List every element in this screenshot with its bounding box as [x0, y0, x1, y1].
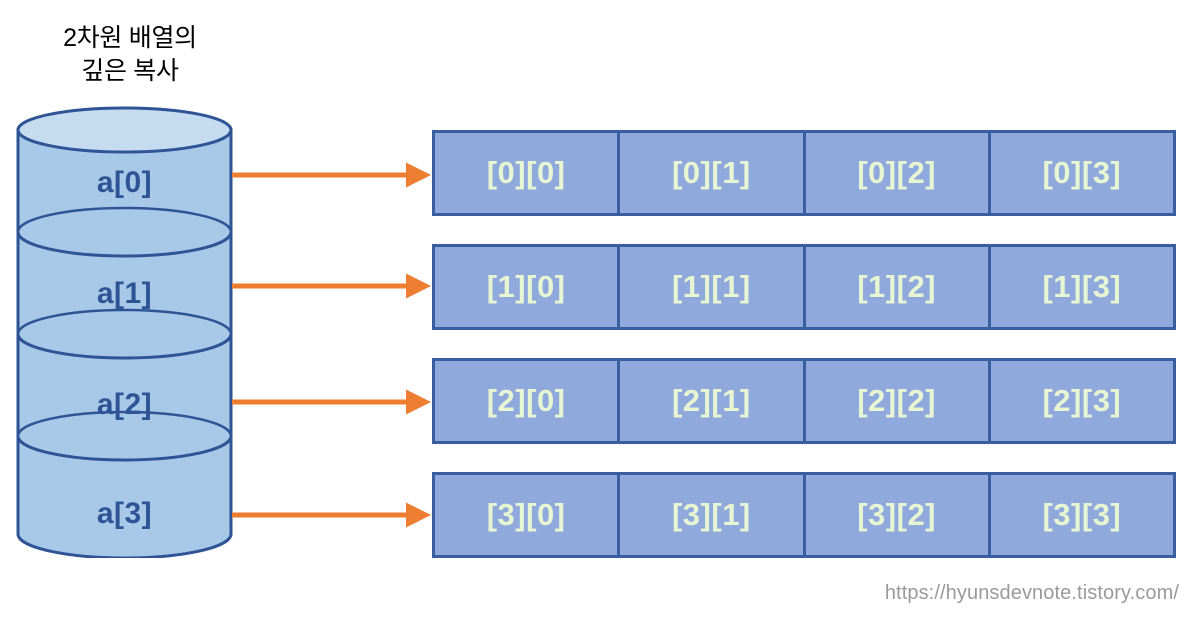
cylinder-top-ellipse — [16, 106, 233, 154]
array-cell: [3][2] — [806, 475, 991, 555]
array-cell: [2][1] — [620, 361, 806, 441]
array-cell: [1][2] — [806, 247, 991, 327]
array-cell: [2][2] — [806, 361, 991, 441]
array-reference-cylinder: a[0] a[1] a[2] a[3] — [16, 106, 233, 558]
cylinder-divider-1-top — [16, 308, 233, 335]
array-cell: [2][3] — [1042, 383, 1122, 418]
cylinder-label-a0: a[0] — [96, 166, 153, 199]
array-row: [3][0] [3][1] [3][2] [3][3] — [432, 472, 1176, 558]
array-cell: [1][1] — [620, 247, 806, 327]
page-title: 2차원 배열의 깊은 복사 — [63, 24, 197, 85]
array-cell: [3][0] — [435, 475, 621, 555]
cylinder-divider-0 — [16, 231, 233, 258]
cylinder-divider-0-top — [16, 206, 233, 233]
array-grid: [0][0] [0][1] [0][2] [0][3] [1][0] [1][1… — [432, 130, 1176, 558]
array-row: [0][0] [0][1] [0][2] [0][3] — [432, 130, 1176, 216]
array-cell: [0][3] — [1042, 155, 1122, 190]
array-cell: [0][0] — [435, 133, 621, 213]
cylinder-label-a1: a[1] — [96, 277, 153, 310]
array-cell: [0][2] — [806, 133, 991, 213]
cylinder-label-a3: a[3] — [96, 497, 153, 530]
array-row: [1][0] [1][1] [1][2] [1][3] — [432, 244, 1176, 330]
array-cell: [1][3] — [1042, 269, 1122, 304]
array-cell: [3][3] — [1042, 497, 1122, 532]
cylinder-label-a2: a[2] — [96, 388, 153, 421]
array-cell: [1][0] — [435, 247, 621, 327]
array-row: [2][0] [2][1] [2][2] [2][3] — [432, 358, 1176, 444]
array-cell: [0][1] — [620, 133, 806, 213]
cylinder-divider-2-top — [16, 410, 233, 437]
source-url: https://hyunsdevnote.tistory.com/ — [884, 582, 1179, 604]
cylinder-body — [16, 128, 233, 558]
array-cell: [3][1] — [620, 475, 806, 555]
cylinder-divider-1 — [16, 333, 233, 360]
array-cell: [2][0] — [435, 361, 621, 441]
cylinder-divider-2 — [16, 435, 233, 462]
